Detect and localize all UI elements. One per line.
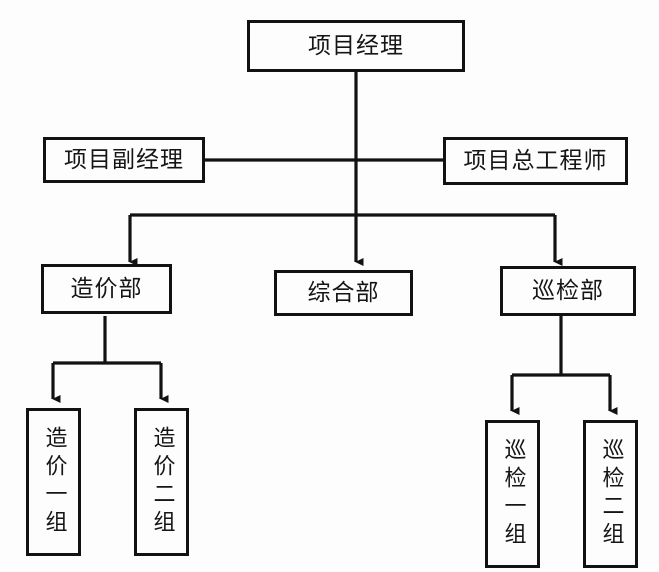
node-inspection-department[interactable]: 巡检部 [500,266,636,316]
node-label-cost-group-one: 造价一组 [41,426,67,538]
node-deputy-project-manager[interactable]: 项目副经理 [43,137,205,183]
node-label-chief-engineer: 项目总工程师 [463,147,608,174]
node-label-cost-department: 造价部 [70,275,143,302]
node-label-inspection-department: 巡检部 [532,277,604,304]
node-label-inspection-group-two: 巡检二组 [598,438,624,550]
node-inspection-group-two[interactable]: 巡检二组 [583,420,638,568]
node-inspection-group-one[interactable]: 巡检一组 [485,420,540,568]
node-label-inspection-group-one: 巡检一组 [500,438,526,550]
node-label-cost-group-two: 造价二组 [149,426,175,538]
node-project-manager[interactable]: 项目经理 [247,20,465,72]
node-general-department[interactable]: 综合部 [274,270,413,316]
node-cost-group-two[interactable]: 造价二组 [134,408,189,556]
node-label-general-department: 综合部 [307,279,380,306]
node-chief-engineer[interactable]: 项目总工程师 [443,137,628,185]
node-cost-group-one[interactable]: 造价一组 [26,408,81,556]
node-label-project-manager: 项目经理 [308,32,404,59]
node-cost-department[interactable]: 造价部 [41,264,172,314]
node-label-deputy-project-manager: 项目副经理 [64,146,184,173]
